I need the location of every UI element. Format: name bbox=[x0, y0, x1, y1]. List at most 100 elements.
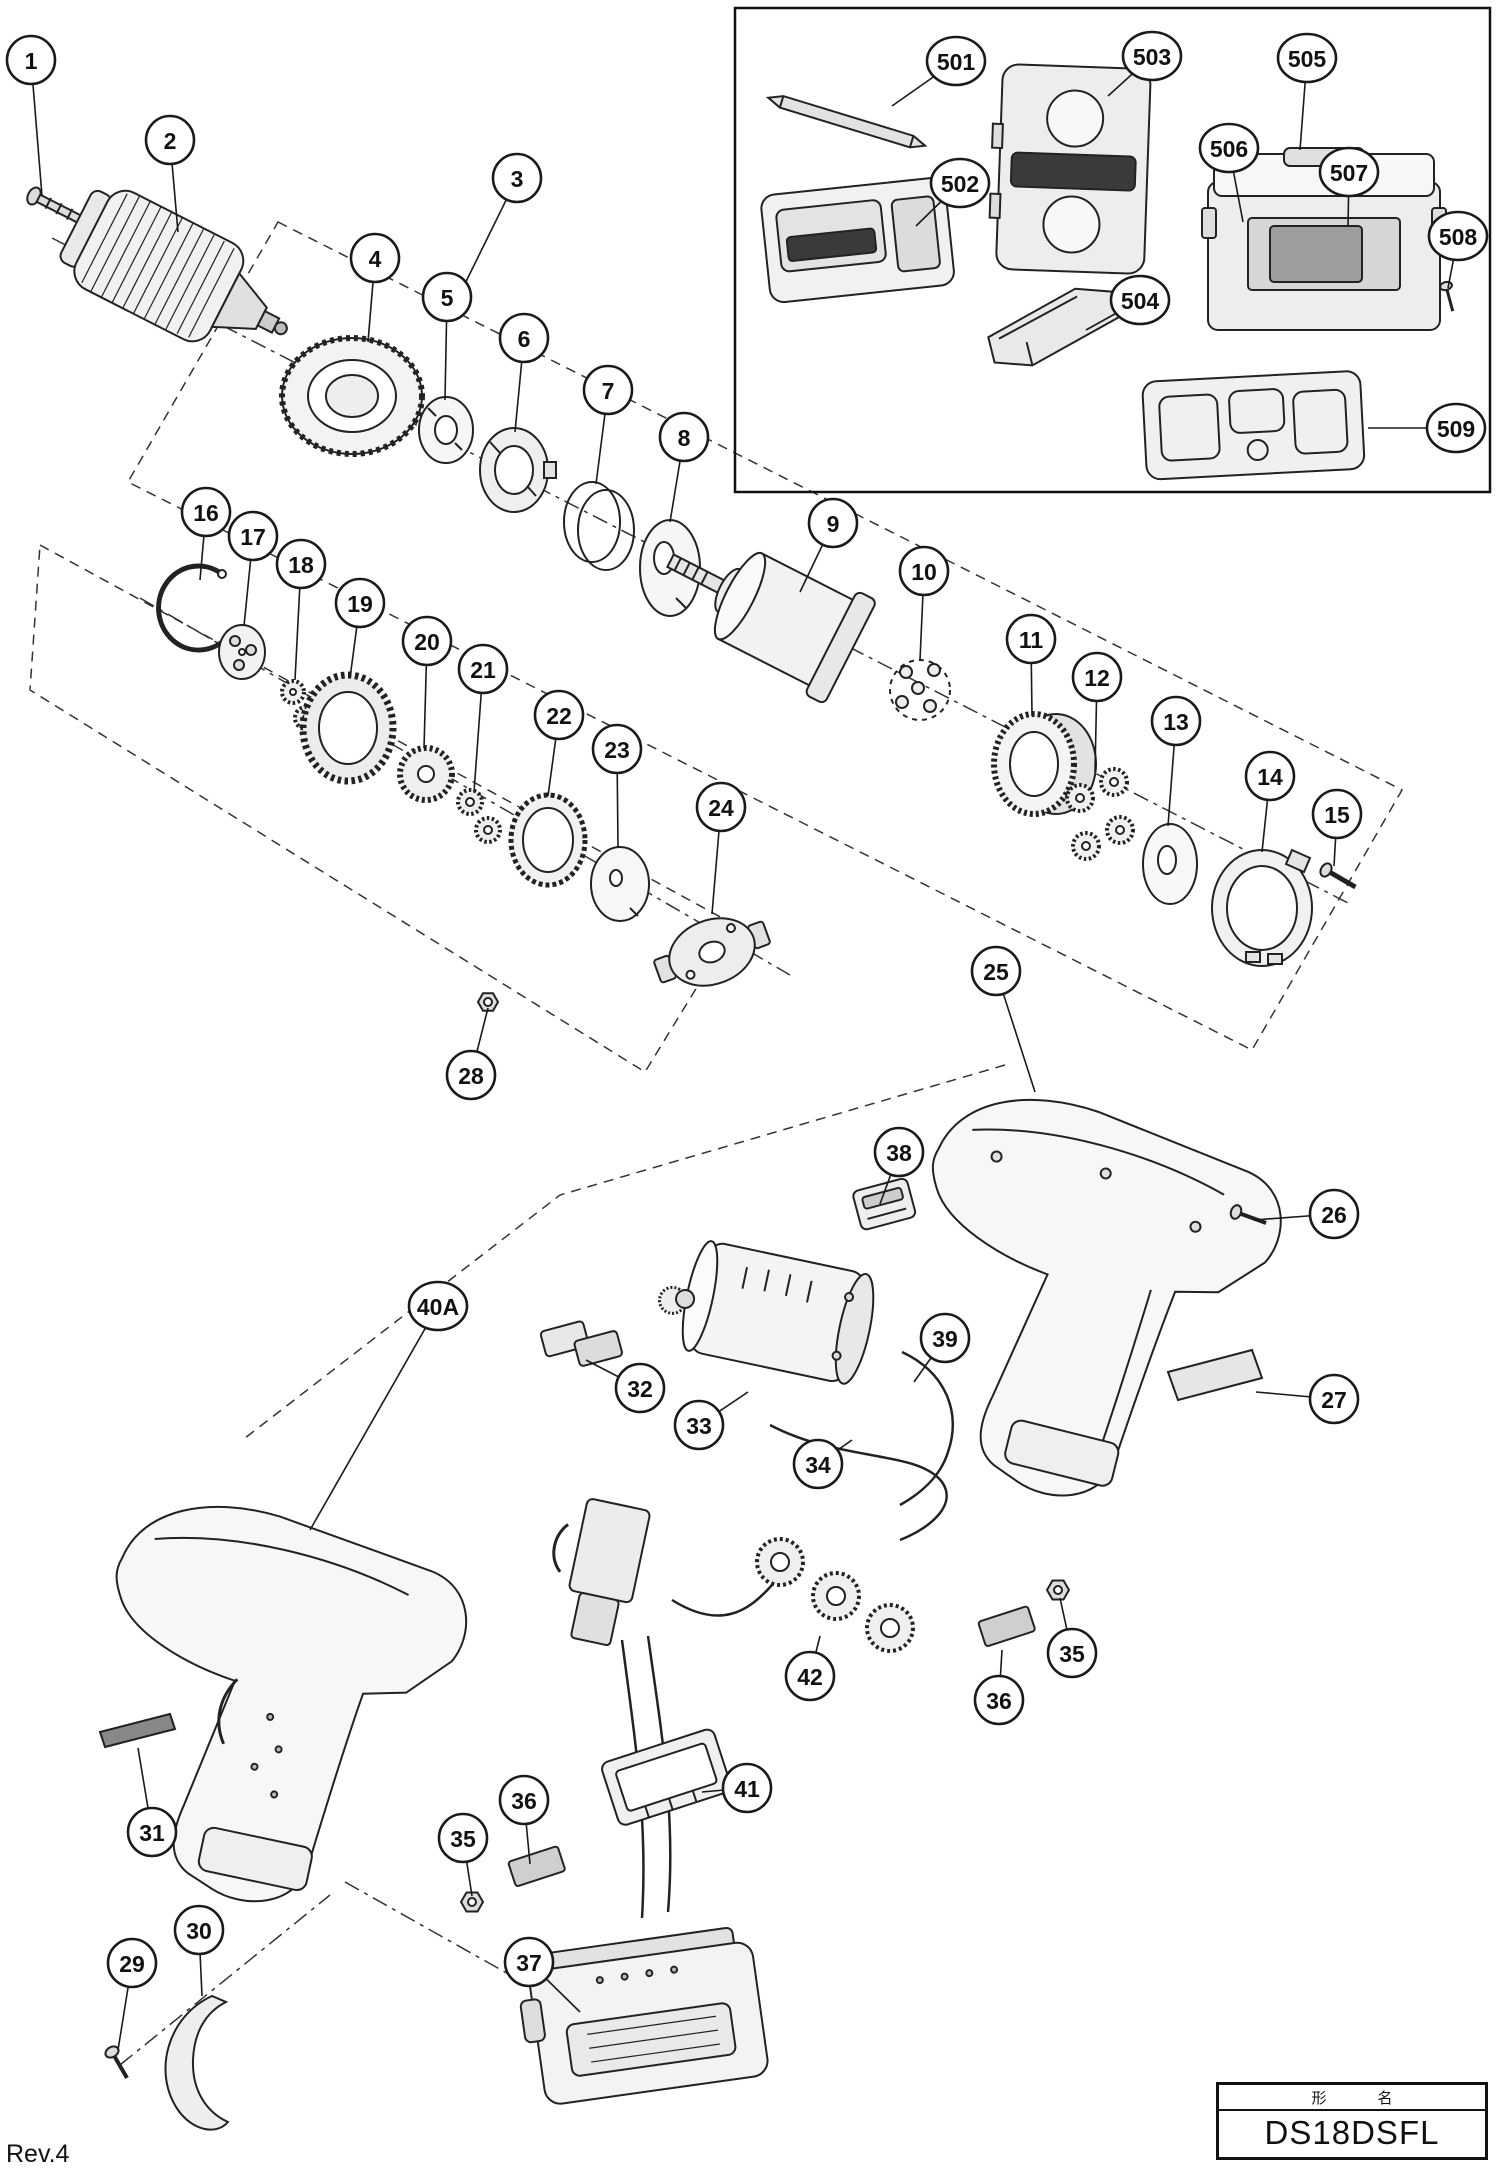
callout-26: 26 bbox=[1253, 1188, 1360, 1240]
part-switch-buttons-32 bbox=[539, 1320, 623, 1367]
part-charger-502 bbox=[760, 177, 955, 304]
callout-23: 23 bbox=[591, 723, 643, 849]
svg-text:41: 41 bbox=[734, 1776, 760, 1802]
callout-501: 501 bbox=[891, 35, 987, 107]
svg-text:40A: 40A bbox=[417, 1294, 459, 1320]
svg-text:17: 17 bbox=[240, 524, 266, 550]
svg-text:36: 36 bbox=[986, 1688, 1012, 1714]
svg-text:8: 8 bbox=[678, 425, 691, 451]
callout-25: 25 bbox=[970, 945, 1036, 1093]
part-motor bbox=[657, 1240, 875, 1385]
svg-text:23: 23 bbox=[604, 737, 630, 763]
svg-text:7: 7 bbox=[602, 378, 615, 404]
part-nut-35-right bbox=[1045, 1579, 1071, 1601]
part-stack-case-505 bbox=[1201, 147, 1447, 331]
callout-37: 37 bbox=[503, 1936, 581, 2013]
part-carrier-17 bbox=[218, 624, 266, 680]
part-driver-bit-501 bbox=[765, 95, 928, 149]
callout-503: 503 bbox=[1107, 30, 1183, 97]
callout-6: 6 bbox=[498, 312, 550, 433]
part-label-strip-31 bbox=[98, 1712, 177, 1749]
callout-507: 507 bbox=[1318, 146, 1380, 227]
svg-text:13: 13 bbox=[1163, 709, 1189, 735]
svg-text:10: 10 bbox=[911, 559, 937, 585]
callout-38: 38 bbox=[873, 1126, 925, 1205]
svg-text:6: 6 bbox=[518, 326, 531, 352]
svg-text:11: 11 bbox=[1019, 627, 1044, 653]
callout-34: 34 bbox=[792, 1438, 853, 1490]
callout-13: 13 bbox=[1150, 695, 1202, 827]
model-plate-header: 形 名 bbox=[1219, 2085, 1485, 2111]
svg-text:506: 506 bbox=[1210, 136, 1248, 162]
callout-509: 509 bbox=[1368, 402, 1487, 454]
part-case-503 bbox=[988, 63, 1152, 275]
part-small-gears-21 bbox=[456, 788, 502, 844]
svg-text:502: 502 bbox=[941, 171, 979, 197]
part-shift-knob-38 bbox=[852, 1177, 917, 1231]
svg-text:33: 33 bbox=[686, 1413, 712, 1439]
svg-text:28: 28 bbox=[458, 1063, 484, 1089]
svg-text:504: 504 bbox=[1121, 288, 1160, 314]
callout-11: 11 bbox=[1005, 613, 1057, 717]
svg-text:26: 26 bbox=[1321, 1202, 1347, 1228]
svg-text:12: 12 bbox=[1084, 665, 1110, 691]
callout-42: 42 bbox=[784, 1635, 836, 1702]
callout-22: 22 bbox=[533, 689, 585, 797]
svg-text:1: 1 bbox=[25, 48, 38, 74]
part-pad-36-right bbox=[977, 1605, 1036, 1647]
part-washer-23 bbox=[590, 846, 650, 922]
part-housing-left bbox=[54, 1483, 482, 1936]
callout-18: 18 bbox=[275, 538, 327, 681]
part-terminal-board-41 bbox=[601, 1728, 732, 1826]
svg-text:36: 36 bbox=[511, 1788, 537, 1814]
part-washer-13 bbox=[1142, 823, 1198, 905]
svg-text:3: 3 bbox=[511, 166, 524, 192]
part-clutch-nut bbox=[479, 427, 557, 513]
revision-label: Rev.4 bbox=[6, 2140, 70, 2168]
svg-text:35: 35 bbox=[1059, 1641, 1085, 1667]
svg-text:27: 27 bbox=[1321, 1387, 1347, 1413]
svg-text:507: 507 bbox=[1330, 160, 1368, 186]
callout-504: 504 bbox=[1085, 274, 1171, 331]
part-hook-30 bbox=[164, 1994, 230, 2131]
part-screw-26 bbox=[1229, 1204, 1267, 1225]
part-strip-27 bbox=[1166, 1348, 1264, 1402]
svg-text:32: 32 bbox=[627, 1376, 653, 1402]
svg-text:29: 29 bbox=[119, 1951, 145, 1977]
part-ring-22 bbox=[508, 792, 588, 888]
callout-31: 31 bbox=[126, 1747, 178, 1858]
callout-505: 505 bbox=[1276, 32, 1338, 151]
callout-layer: 1234567891011121314151617181920212223242… bbox=[5, 30, 1489, 2051]
part-pad-36-left bbox=[507, 1845, 566, 1887]
model-number: DS18DSFL bbox=[1264, 2114, 1440, 2151]
svg-text:25: 25 bbox=[983, 959, 1009, 985]
part-mount-plate-24 bbox=[653, 917, 771, 987]
callout-7: 7 bbox=[582, 364, 634, 485]
part-gear-20 bbox=[397, 745, 455, 803]
part-ring-gear-11 bbox=[991, 711, 1097, 817]
accessory-box-frame bbox=[733, 6, 1492, 494]
svg-text:508: 508 bbox=[1439, 224, 1478, 250]
callout-35-left: 35 bbox=[437, 1812, 489, 1897]
part-screw-set-10 bbox=[889, 659, 951, 721]
callout-10: 10 bbox=[898, 545, 950, 661]
callout-19: 19 bbox=[334, 577, 386, 679]
callout-5: 5 bbox=[421, 271, 473, 401]
svg-text:34: 34 bbox=[805, 1452, 831, 1478]
callout-20: 20 bbox=[401, 615, 453, 749]
svg-text:5: 5 bbox=[441, 285, 454, 311]
callout-32: 32 bbox=[585, 1359, 666, 1414]
callout-8: 8 bbox=[658, 411, 710, 523]
callout-4: 4 bbox=[349, 232, 401, 343]
callout-506: 506 bbox=[1198, 122, 1260, 223]
part-grommets-42 bbox=[755, 1537, 915, 1653]
callout-502: 502 bbox=[915, 157, 991, 227]
callout-14: 14 bbox=[1244, 750, 1296, 853]
callout-28: 28 bbox=[445, 1007, 497, 1101]
callout-40A: 40A bbox=[309, 1280, 469, 1531]
part-spring-7 bbox=[563, 481, 635, 571]
part-battery bbox=[519, 1926, 769, 2105]
callout-29: 29 bbox=[106, 1937, 158, 2051]
